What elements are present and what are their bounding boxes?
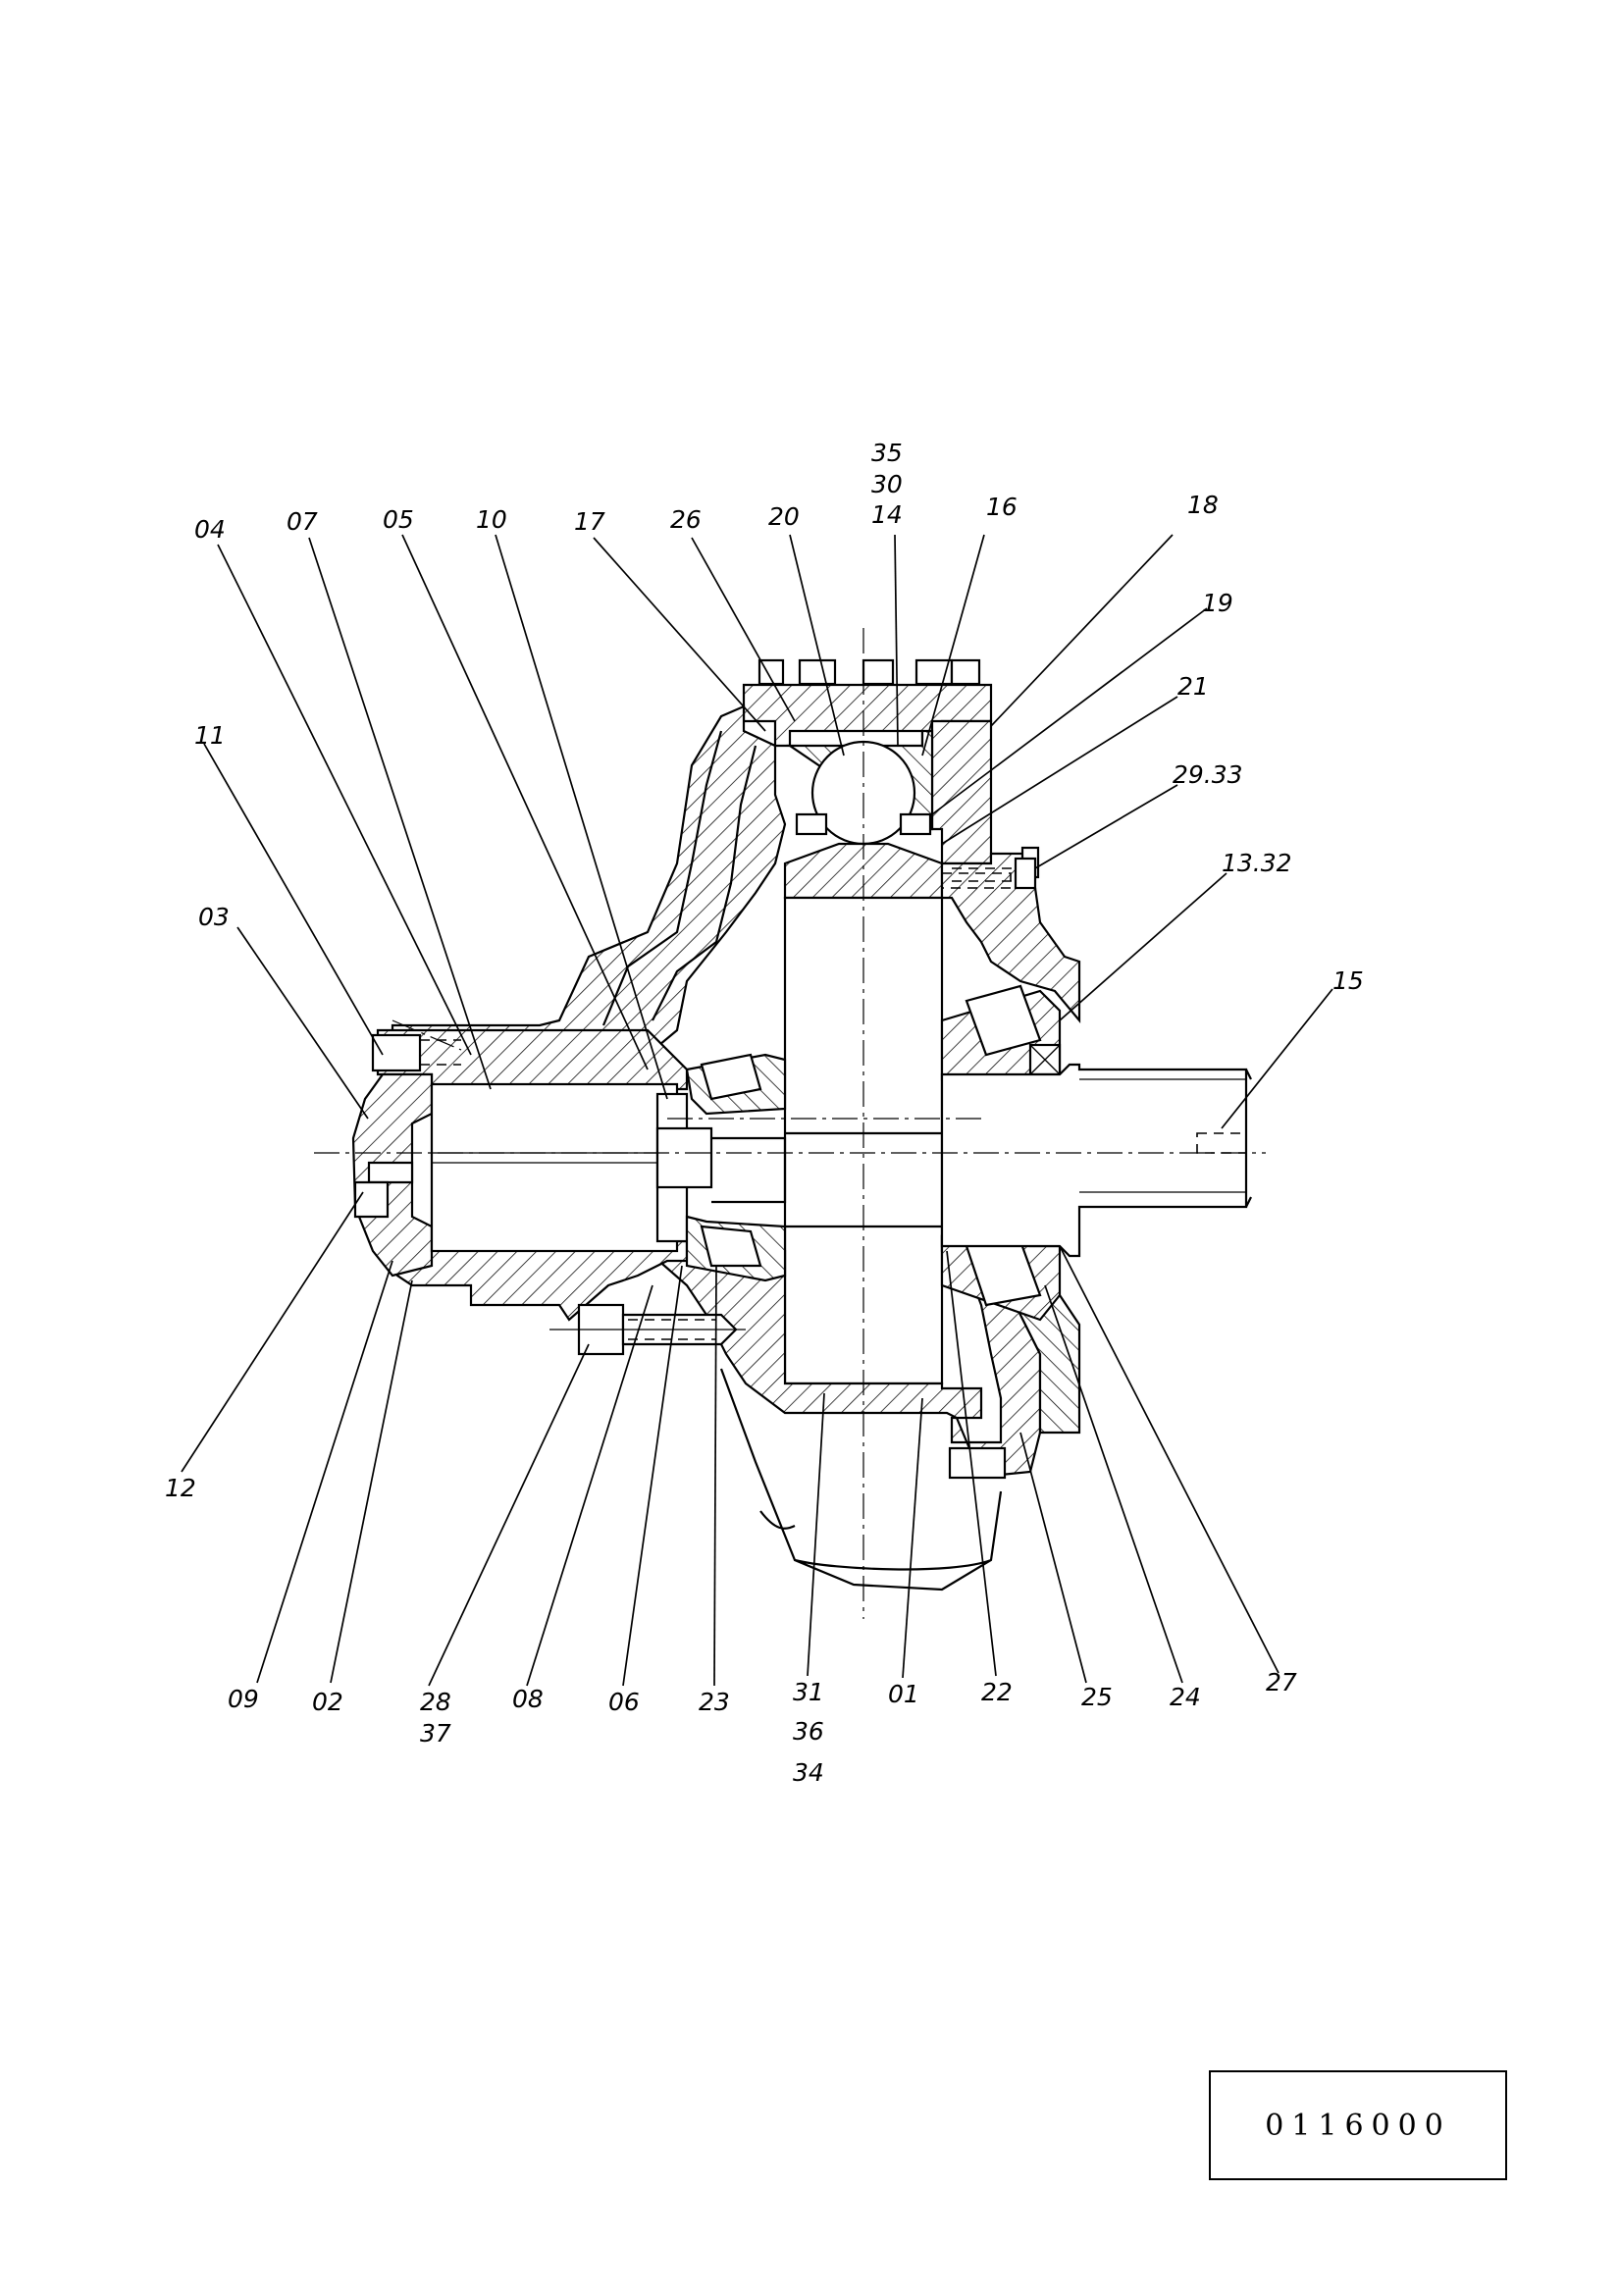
label-19: 19: [1202, 589, 1233, 617]
bolt-lower: [549, 1303, 746, 1356]
label-30: 30: [871, 470, 903, 498]
leader-lines: [181, 534, 1333, 1687]
label-36: 36: [793, 1717, 824, 1746]
bolt-upper: [942, 857, 1037, 890]
label-35: 35: [871, 439, 903, 467]
label-03: 03: [198, 903, 230, 931]
label-12: 12: [165, 1474, 196, 1502]
label-13-32: 13.32: [1222, 849, 1292, 877]
label-06: 06: [608, 1688, 640, 1716]
label-24: 24: [1170, 1683, 1201, 1711]
label-20: 20: [768, 502, 800, 531]
lower-foot: [719, 1368, 1003, 1592]
label-23: 23: [699, 1688, 730, 1716]
label-07: 07: [287, 507, 318, 536]
label-27: 27: [1266, 1668, 1297, 1696]
label-31: 31: [793, 1678, 824, 1706]
label-02: 02: [312, 1688, 343, 1716]
label-22: 22: [981, 1678, 1013, 1706]
section-view: [314, 628, 1266, 1619]
label-26: 26: [670, 505, 702, 534]
output-shaft: [940, 1063, 1252, 1258]
housing-right: [940, 852, 1081, 1024]
label-17: 17: [574, 507, 605, 536]
label-25: 25: [1081, 1683, 1113, 1711]
label-14: 14: [871, 500, 903, 529]
label-37: 37: [420, 1719, 451, 1748]
ball-chamber: [783, 719, 993, 900]
label-29-33: 29.33: [1173, 760, 1243, 789]
label-28: 28: [420, 1688, 451, 1716]
drawing-number-box: 0116000: [1209, 2070, 1507, 2180]
label-04: 04: [194, 515, 226, 544]
label-11: 11: [194, 721, 226, 750]
label-16: 16: [986, 493, 1018, 521]
label-10: 10: [476, 505, 507, 534]
label-01: 01: [888, 1680, 919, 1708]
drawing-number: 0116000: [1265, 2108, 1451, 2143]
piston: [430, 1082, 787, 1253]
part-labels: 35 30 14 04 07 05 10 17 26 20 16 18 19 2…: [165, 439, 1364, 1787]
label-15: 15: [1332, 966, 1364, 995]
label-18: 18: [1187, 491, 1219, 519]
label-05: 05: [383, 505, 414, 534]
label-08: 08: [512, 1685, 544, 1713]
cylinder: [371, 1028, 689, 1322]
bearings: [685, 984, 1062, 1322]
label-34: 34: [793, 1758, 824, 1787]
label-21: 21: [1177, 672, 1209, 701]
label-09: 09: [228, 1685, 259, 1713]
